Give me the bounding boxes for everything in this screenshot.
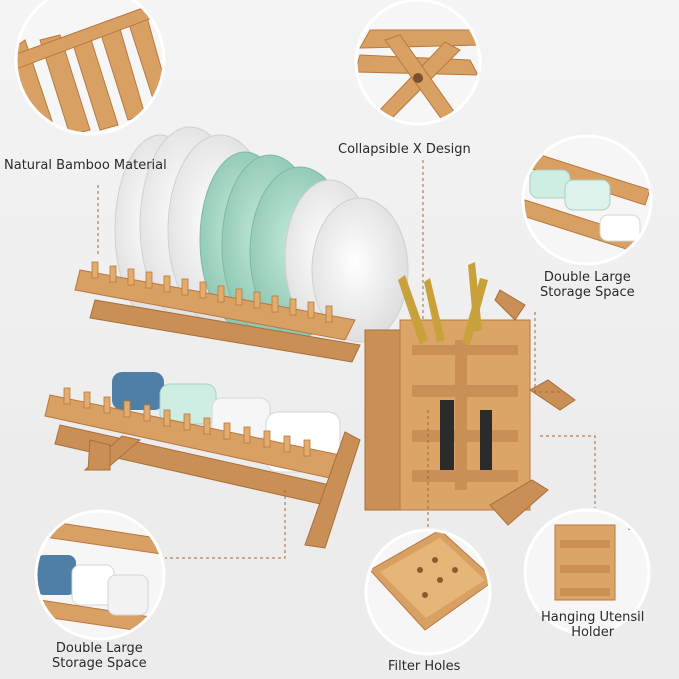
x-frame	[83, 431, 361, 549]
label-line: Double Large	[55, 641, 143, 656]
upper-tier	[74, 261, 361, 363]
utensil-holder	[364, 262, 576, 526]
label-double-storage-left: Double Large Storage Space	[52, 641, 147, 671]
label-natural-bamboo: Natural Bamboo Material	[4, 158, 167, 173]
detail-filter-holes	[364, 528, 492, 656]
label-double-storage-right: Double Large Storage Space	[540, 270, 635, 300]
label-hanging-holder: Hanging Utensil Holder	[541, 610, 644, 640]
detail-storage-left	[34, 509, 166, 641]
detail-collapsible-x	[354, 0, 482, 126]
label-line: Double Large	[543, 270, 631, 285]
label-line: Storage Space	[540, 285, 635, 300]
plates	[114, 126, 409, 343]
label-line: Filter Holes	[388, 659, 461, 674]
detail-hanging-holder	[523, 508, 651, 636]
label-line: Collapsible X Design	[338, 142, 471, 157]
label-collapsible: Collapsible X Design	[338, 142, 471, 157]
label-line: Storage Space	[52, 656, 147, 671]
label-line: Natural Bamboo Material	[4, 158, 167, 173]
main-dish-rack	[44, 126, 576, 549]
label-line: Hanging Utensil	[541, 610, 645, 625]
label-filter-holes: Filter Holes	[388, 659, 460, 674]
leader-lines	[97, 160, 596, 559]
detail-storage-right	[521, 134, 653, 266]
label-line: Holder	[571, 625, 615, 640]
